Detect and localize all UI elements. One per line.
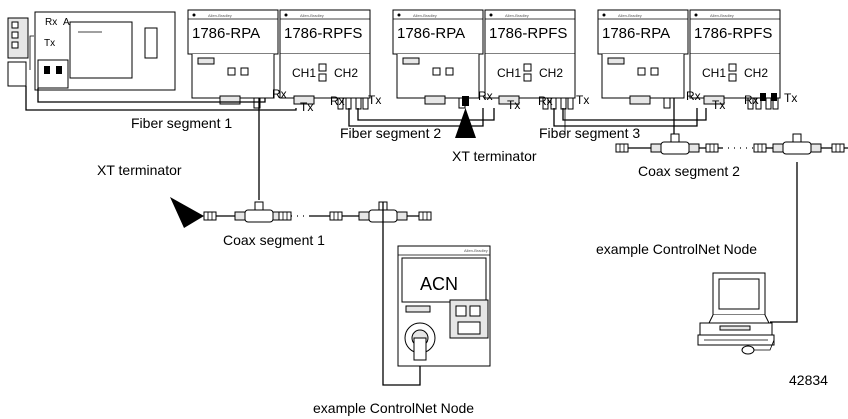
drop-cable-computer: [770, 162, 798, 323]
fiber-segment-1-cable: [25, 86, 297, 111]
coax-1-end-plug-right: [418, 211, 432, 221]
tx-label-rpa-3: Tx: [576, 93, 589, 107]
label-example-node-bottom: example ControlNet Node: [313, 400, 474, 416]
ch1-label-1: CH1: [292, 66, 316, 80]
controller-device: [7, 11, 176, 91]
label-coax-segment-1: Coax segment 1: [223, 232, 325, 248]
coax-2-tap-b: [772, 133, 822, 155]
module-rpa-3: 1786-RPA: [602, 25, 670, 42]
module-rpa-1: 1786-RPA: [192, 25, 260, 42]
fiber-segment-3-cable: [553, 108, 707, 127]
port-label-tx: Tx: [44, 38, 55, 49]
label-fiber-segment-2: Fiber segment 2: [340, 125, 441, 141]
tx-label-rpa-1: Tx: [300, 100, 313, 114]
figure-number: 42834: [789, 372, 828, 388]
ch2-label-2: CH2: [539, 66, 563, 80]
label-fiber-segment-1: Fiber segment 1: [131, 115, 232, 131]
acn-label: ACN: [420, 274, 458, 294]
rx-label-rpfs-1: Rx: [330, 94, 345, 108]
module-rpa-2: 1786-RPA: [397, 25, 465, 42]
rx-label-rpa-3: Rx: [538, 94, 553, 108]
drop-cable-acn: [382, 202, 421, 386]
tx-label-rpfs-3a: Tx: [712, 98, 725, 112]
label-xt-terminator-left: XT terminator: [97, 162, 182, 178]
coax-1-end-plug-left: [203, 211, 217, 221]
xt-terminator-left: [170, 197, 204, 228]
ch2-label-1: CH2: [334, 66, 358, 80]
tx-label-rpfs-3b: Tx: [784, 91, 797, 105]
ch2-label-3: CH2: [744, 66, 768, 80]
tx-label-rpfs-1: Tx: [368, 93, 381, 107]
coax-2-tap-a: [650, 133, 700, 155]
tx-label-rpfs-2: Tx: [507, 98, 520, 112]
acn-brand: Allen-Bradley: [464, 248, 488, 253]
label-fiber-segment-3: Fiber segment 3: [539, 125, 640, 141]
module-rpfs-1: 1786-RPFS: [284, 25, 362, 42]
label-coax-segment-2: Coax segment 2: [638, 163, 740, 179]
rx-label-rpfs-2: Rx: [478, 89, 493, 103]
fiber-segment-2-cable: [348, 108, 495, 127]
computer-node: [697, 272, 775, 355]
rx-label-rpfs-3b: Rx: [744, 93, 759, 107]
coax-1-mid-plug-a: [278, 211, 292, 221]
coax-2-end-plug-right: [831, 143, 845, 153]
coax-1-tap-a: [234, 201, 284, 223]
coax-2-mid-plug-a: [705, 143, 719, 153]
ch1-label-2: CH1: [497, 66, 521, 80]
port-label-rx: Rx: [45, 17, 57, 28]
ch1-label-3: CH1: [702, 66, 726, 80]
coax-1-mid-plug-b: [329, 211, 343, 221]
acn-node: Allen-Bradley: [397, 245, 491, 367]
rx-label-rpa-1: Rx: [272, 87, 287, 101]
coax-2-end-plug-left: [615, 143, 629, 153]
label-xt-terminator-top: XT terminator: [452, 148, 537, 164]
label-example-node-right: example ControlNet Node: [596, 241, 757, 257]
module-rpfs-3: 1786-RPFS: [694, 25, 772, 42]
module-rpfs-2: 1786-RPFS: [489, 25, 567, 42]
xt-terminator-top: [455, 96, 476, 138]
coax-2-mid-plug-b: [753, 143, 767, 153]
port-label-a: A: [63, 17, 70, 28]
rx-label-rpfs-3a: Rx: [686, 89, 701, 103]
